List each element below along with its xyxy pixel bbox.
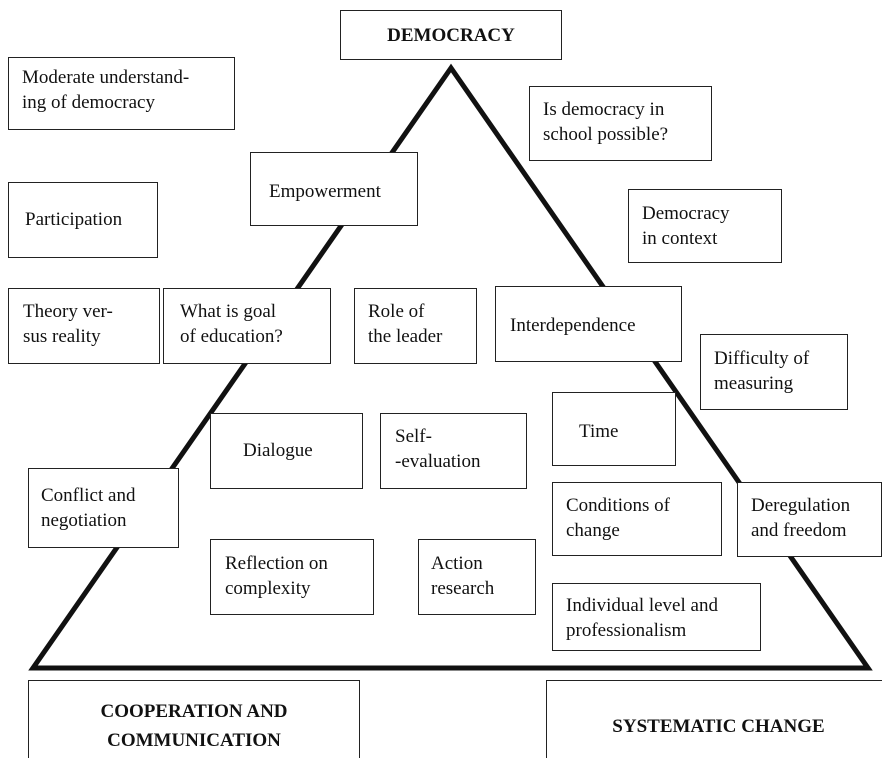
box-conditions-of-change: Conditions of change [552,482,722,556]
box-interdependence: Interdependence [495,286,682,362]
corner-cooperation-communication: COOPERATION AND COMMUNICATION [28,680,360,758]
box-individual-professionalism: Individual level and professionalism [552,583,761,651]
box-time: Time [552,392,676,466]
box-moderate-understanding: Moderate understand- ing of democracy [8,57,235,130]
box-empowerment: Empowerment [250,152,418,226]
corner-democracy: DEMOCRACY [340,10,562,60]
box-democracy-in-context: Democracy in context [628,189,782,263]
box-participation: Participation [8,182,158,258]
box-conflict-negotiation: Conflict and negotiation [28,468,179,548]
box-deregulation-freedom: Deregulation and freedom [737,482,882,557]
box-difficulty-measuring: Difficulty of measuring [700,334,848,410]
box-action-research: Action research [418,539,536,615]
box-self-evaluation: Self- -evaluation [380,413,527,489]
box-democracy-possible: Is democracy in school possible? [529,86,712,161]
box-dialogue: Dialogue [210,413,363,489]
corner-systematic-change: SYSTEMATIC CHANGE [546,680,882,758]
box-reflection-complexity: Reflection on complexity [210,539,374,615]
box-goal-of-education: What is goal of education? [163,288,331,364]
box-role-of-leader: Role of the leader [354,288,477,364]
box-theory-versus-reality: Theory ver- sus reality [8,288,160,364]
